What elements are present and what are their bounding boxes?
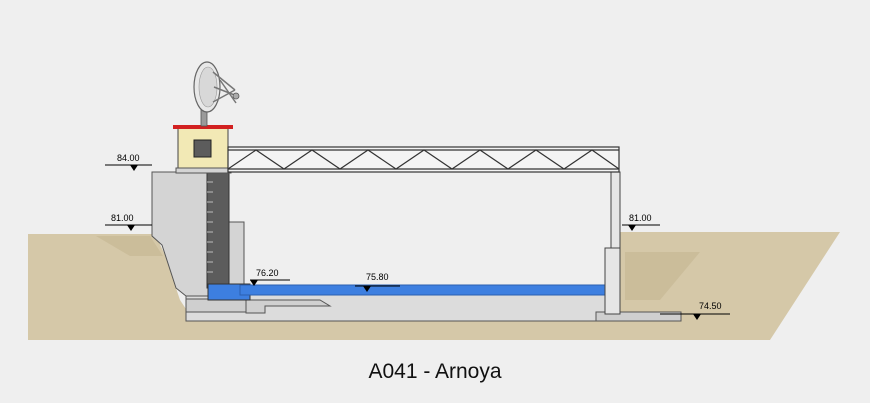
- level-marker-intake: 76.20: [250, 268, 290, 286]
- left-abutment-lower: [227, 221, 245, 286]
- level-label-crest: 84.00: [117, 153, 140, 163]
- station-cross-section: 84.00 81.00 81.00 76.20 75.80 74.50: [28, 61, 840, 340]
- ground-bottom: [185, 320, 700, 340]
- hut: [177, 127, 229, 173]
- level-label-bed-right: 74.50: [699, 301, 722, 311]
- level-label-bank-left: 81.00: [111, 213, 134, 223]
- level-marker-bank-left: 81.00: [105, 213, 152, 231]
- gauge-ticks: [207, 181, 213, 273]
- hut-roof: [173, 125, 233, 129]
- level-label-intake: 76.20: [256, 268, 279, 278]
- bed-footing-left: [185, 298, 247, 313]
- hut-base: [175, 167, 232, 174]
- right-wall-step: [604, 247, 621, 315]
- ground-left: [28, 234, 188, 340]
- ground-left-shade: [96, 236, 163, 256]
- level-label-bank-right: 81.00: [629, 213, 652, 223]
- gauge-staff: [206, 171, 230, 289]
- level-marker-bed-right: 74.50: [660, 301, 730, 320]
- bed-footing-right: [595, 311, 682, 322]
- level-label-water: 75.80: [366, 272, 389, 282]
- satellite-dish-icon: [193, 61, 240, 127]
- hut-window: [193, 139, 212, 158]
- level-marker-bank-right: 81.00: [622, 213, 660, 231]
- station-caption: A041 - Arnoya: [368, 360, 502, 383]
- ground-right-shade: [625, 252, 700, 300]
- level-marker-water: 75.80: [355, 272, 400, 292]
- level-marker-crest: 84.00: [105, 153, 152, 171]
- channel-water: [239, 284, 612, 296]
- bed-internal-step: [245, 299, 332, 314]
- truss-bridge: [227, 146, 620, 173]
